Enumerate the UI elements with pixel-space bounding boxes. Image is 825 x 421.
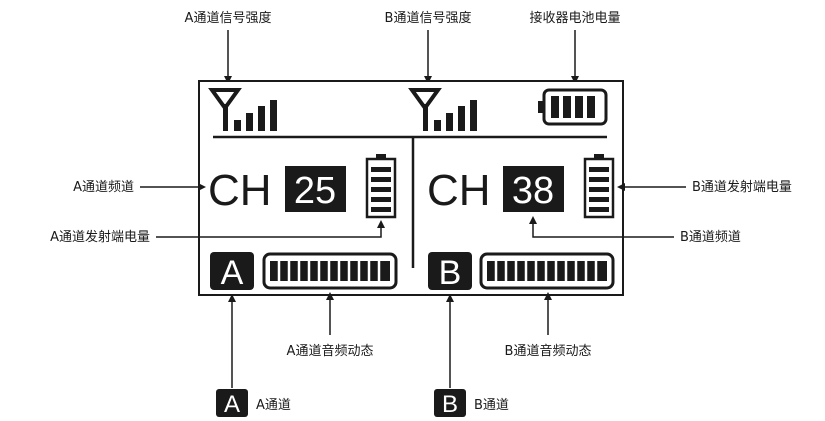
lcd-a-badge (210, 252, 254, 290)
label-a-tx-battery: A通道发射端电量 (50, 229, 150, 245)
b-channel-box (503, 166, 564, 212)
label-receiver-battery: 接收器电池电量 (529, 10, 620, 26)
a-tx-battery-icon (365, 154, 397, 219)
b-audio-meter (479, 252, 615, 290)
b-channel-number: 38 (512, 170, 554, 212)
legend-a-text: A通道 (256, 398, 291, 413)
label-a-audio: A通道音频动态 (287, 343, 374, 359)
arrow-a-tx-battery (156, 220, 385, 238)
legend-a-badge-letter: A (224, 391, 240, 418)
legend-b-badge-letter: B (442, 391, 458, 418)
b-ch-label: CH (427, 166, 491, 215)
arrow-b-channel (529, 216, 674, 238)
a-channel-box (285, 166, 346, 212)
label-b-tx-battery: B通道发射端电量 (692, 179, 792, 195)
a-channel-number: 25 (294, 170, 336, 212)
lcd-a-badge-letter: A (221, 254, 244, 292)
a-ch-label: CH (208, 166, 272, 215)
receiver-battery-icon (538, 88, 608, 126)
label-b-audio: B通道音频动态 (505, 343, 592, 359)
b-signal-antenna-icon (408, 88, 442, 131)
legend-b-text: B通道 (474, 398, 509, 413)
b-signal-bars-icon (434, 100, 477, 131)
lcd-b-badge (428, 252, 472, 290)
label-b-signal-strength: B通道信号强度 (385, 10, 472, 26)
legend-b-badge (434, 389, 466, 417)
lcd-b-badge-letter: B (439, 254, 462, 292)
label-b-channel: B通道频道 (680, 230, 741, 245)
b-tx-battery-icon (583, 154, 615, 219)
label-a-channel: A通道频道 (73, 180, 134, 195)
a-signal-bars-icon (234, 100, 277, 131)
legend-a-badge (216, 389, 248, 417)
a-audio-meter (262, 252, 398, 290)
label-a-signal-strength: A通道信号强度 (185, 10, 272, 26)
a-signal-antenna-icon (208, 88, 242, 131)
